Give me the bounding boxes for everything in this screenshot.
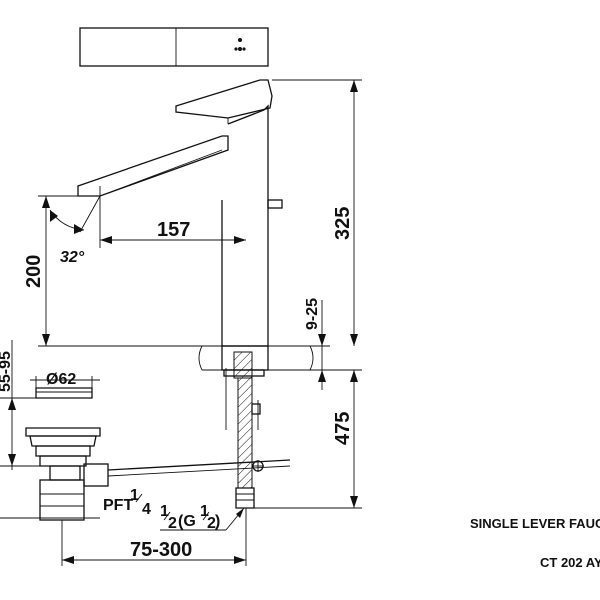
product-name: SINGLE LEVER FAUCET B bbox=[470, 516, 600, 531]
label-pop-up-length: 75-300 bbox=[130, 539, 192, 561]
mounting-shank bbox=[223, 351, 265, 509]
dimension-spout-reach: 157 bbox=[99, 196, 246, 248]
label-drain-range: 55-95 bbox=[0, 351, 14, 392]
label-spout-reach: 157 bbox=[157, 219, 190, 241]
leader-inlet-thread: 1 2 (G 1 2 ) bbox=[160, 503, 245, 532]
dimension-drain-range: 55-95 bbox=[0, 340, 40, 470]
top-view-handle bbox=[79, 27, 269, 67]
inlet-half-sup: 1 bbox=[160, 503, 169, 520]
dimension-drain-diameter: Ø62 bbox=[30, 371, 100, 388]
leader-drain-thread: PFT 1 4 bbox=[0, 487, 151, 519]
drain-thread-prefix: PFT bbox=[103, 497, 133, 514]
label-spout-angle: 32° bbox=[60, 249, 85, 266]
model-code: CT 202 AY bbox=[540, 555, 600, 570]
inlet-half-sub: 2 bbox=[168, 515, 177, 532]
inlet-thread-prefix: (G bbox=[178, 513, 196, 530]
dimension-total-height: 325 bbox=[272, 79, 362, 346]
label-spout-height: 200 bbox=[23, 255, 45, 288]
label-drain-thread: PFT bbox=[103, 497, 133, 514]
drain-thread-sub: 4 bbox=[142, 501, 151, 518]
label-below-deck: 475 bbox=[332, 412, 354, 445]
dimension-spout-angle: 32° bbox=[49, 195, 101, 266]
dimension-deck-thickness: 9-25 bbox=[304, 298, 330, 390]
dimension-below-deck: 475 bbox=[254, 369, 362, 509]
label-drain-diameter: Ø62 bbox=[46, 371, 76, 388]
caption: SINGLE LEVER FAUCET B CT 202 AY bbox=[470, 516, 600, 570]
label-deck-thickness: 9-25 bbox=[304, 298, 321, 330]
inlet-thread-sup: 1 bbox=[200, 503, 209, 520]
inlet-thread-sub: 2 bbox=[207, 515, 216, 532]
drain-thread-sup: 1 bbox=[130, 487, 139, 504]
dimension-spout-height: 200 bbox=[23, 195, 202, 347]
label-total-height: 325 bbox=[332, 207, 354, 240]
pop-up-waste bbox=[25, 387, 291, 521]
dimension-pop-up-length: 75-300 bbox=[61, 508, 247, 566]
faucet-body bbox=[77, 79, 314, 371]
inlet-thread-end: ) bbox=[215, 513, 220, 530]
